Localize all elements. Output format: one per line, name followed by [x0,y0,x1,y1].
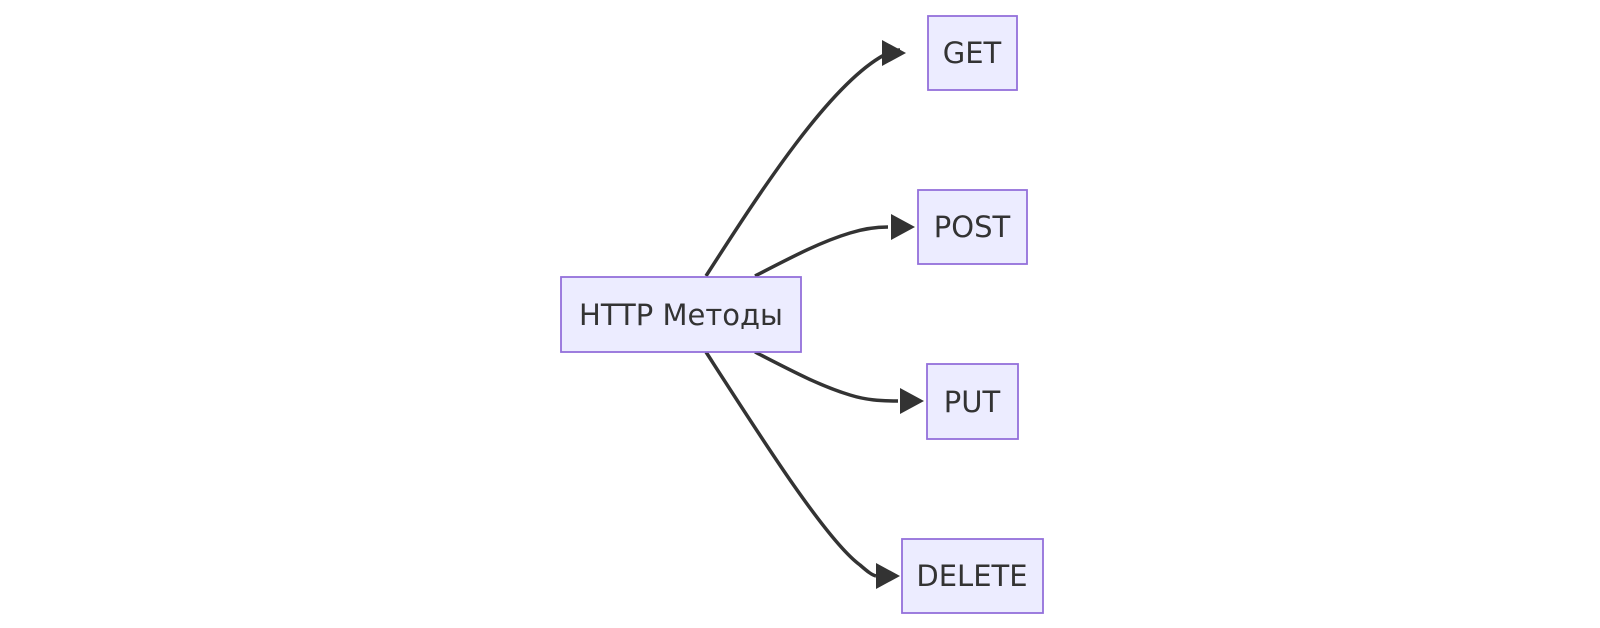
arrowhead-get [882,40,906,66]
node-delete-box [901,538,1044,614]
node-root: HTTP Методы [560,276,802,353]
node-post: POST [917,189,1028,265]
edges [704,40,924,589]
edge-root-to-post [754,225,889,278]
node-root-box [560,276,802,353]
node-post-label: POST [934,210,1011,244]
node-delete-label: DELETE [916,559,1027,593]
node-root-label: HTTP Методы [579,298,783,332]
arrowhead-put [900,388,924,414]
node-get-box [927,15,1018,91]
node-put-label: PUT [944,385,1001,419]
arrowhead-post [891,214,915,240]
edge-root-to-put [754,350,899,403]
node-post-box [917,189,1028,265]
node-get-label: GET [943,36,1002,70]
edge-root-to-get [704,48,901,277]
node-delete: DELETE [901,538,1044,614]
node-put-box [926,363,1019,440]
arrowhead-delete [876,563,900,589]
edge-root-to-delete [704,351,877,578]
node-put: PUT [926,363,1019,440]
node-get: GET [927,15,1018,91]
